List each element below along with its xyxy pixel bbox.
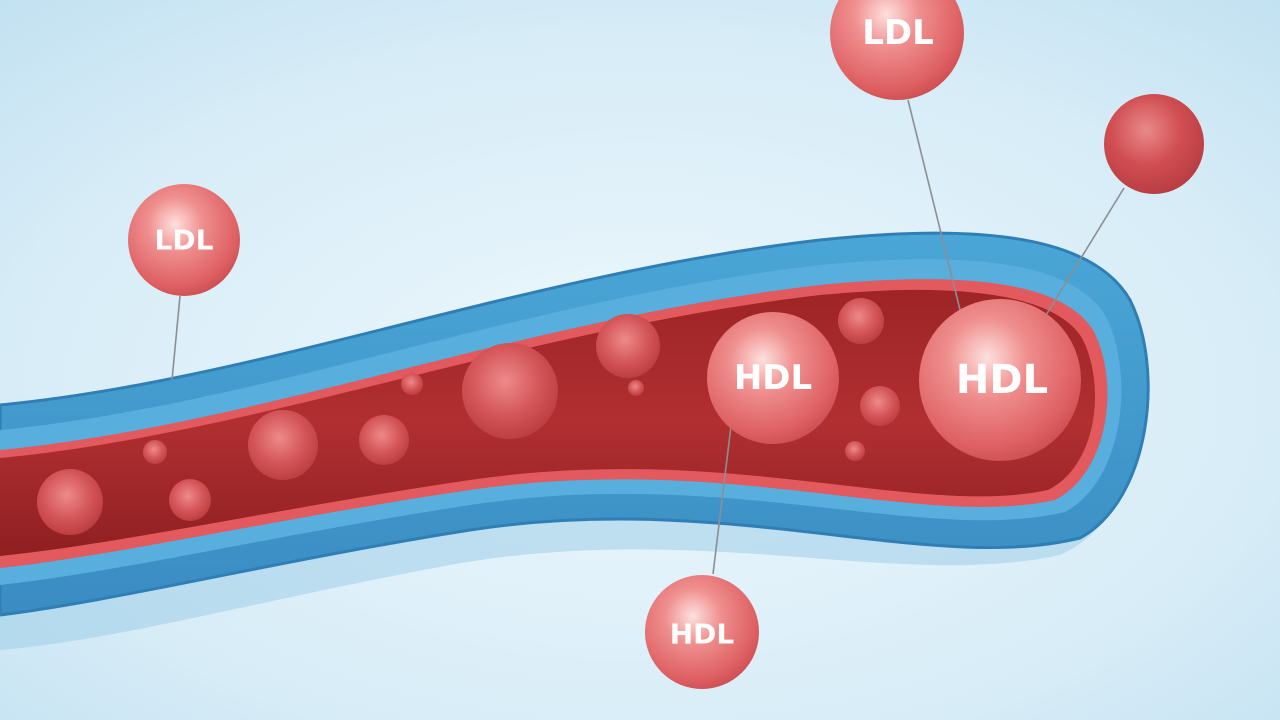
- leader-line-ldl-top: [907, 99, 969, 343]
- ldl-callout-top-label: LDL: [862, 13, 934, 53]
- hdl-particle-medium-ball: [707, 312, 839, 444]
- blood-particle: [596, 314, 660, 378]
- leader-line-ldl-top-right: [1034, 187, 1125, 334]
- blood-particle: [628, 380, 644, 396]
- ldl-callout-left: LDL: [128, 184, 240, 296]
- hdl-callout-bottom: HDL: [645, 575, 759, 689]
- ldl-callout-left-ball: [128, 184, 240, 296]
- hdl-particle-medium-label: HDL: [734, 358, 812, 398]
- blood-particle: [860, 386, 900, 426]
- hdl-particle-large-ball: [919, 299, 1081, 461]
- blood-particle: [845, 441, 865, 461]
- blood-particle: [838, 298, 884, 344]
- blood-particle: [169, 479, 211, 521]
- ldl-callout-top: LDL: [830, 0, 964, 100]
- blood-particle: [462, 343, 558, 439]
- ldl-callout-top-ball: [830, 0, 964, 100]
- hdl-particle-medium: HDL: [707, 312, 839, 444]
- blood-particle: [359, 415, 409, 465]
- ldl-callout-top-right: [1104, 94, 1204, 194]
- blood-particle: [248, 410, 318, 480]
- leader-line-hdl-bottom: [712, 425, 732, 575]
- hdl-particle-large: HDL: [919, 299, 1081, 461]
- blood-particle: [37, 469, 103, 535]
- blood-particle: [401, 373, 423, 395]
- ldl-callout-left-label: LDL: [155, 224, 214, 257]
- leader-lines: [171, 99, 1125, 575]
- vessel-particles: [37, 298, 900, 535]
- hdl-callout-bottom-ball: [645, 575, 759, 689]
- ldl-callout-top-right-ball: [1104, 94, 1204, 194]
- hdl-callout-bottom-label: HDL: [670, 618, 735, 651]
- hdl-particle-large-label: HDL: [956, 357, 1048, 403]
- blood-particle: [143, 440, 167, 464]
- leader-line-ldl-left: [171, 295, 181, 381]
